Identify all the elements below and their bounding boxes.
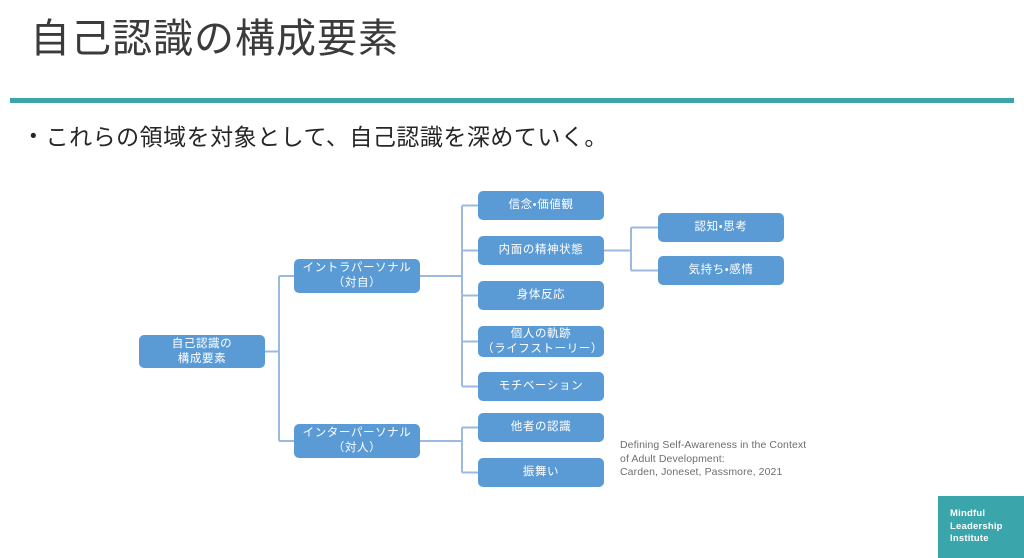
node-beliefs-values[interactable]: 信念・価値観 [478,191,604,220]
title-divider [10,98,1014,103]
node-behavior[interactable]: 振舞い [478,458,604,487]
bullet-text: これらの領域を対象として、自己認識を深めていく。 [45,124,608,150]
node-interpersonal[interactable]: インターパーソナル （対人） [294,424,420,458]
node-inner-mental-state[interactable]: 内面の精神状態 [478,236,604,265]
node-bodily-response[interactable]: 身体反応 [478,281,604,310]
node-perception-of-others[interactable]: 他者の認識 [478,413,604,442]
node-root[interactable]: 自己認識の 構成要素 [139,335,265,368]
citation-text: Defining Self-Awareness in the Context o… [620,439,807,478]
brand-logo-text: Mindful Leadership Institute [950,508,1003,544]
node-feelings-emotion[interactable]: 気持ち・感情 [658,256,784,285]
node-cognition-thought[interactable]: 認知・思考 [658,213,784,242]
bullet-marker-icon: • [30,126,37,147]
brand-logo: Mindful Leadership Institute [938,496,1024,558]
node-intrapersonal[interactable]: イントラパーソナル （対自） [294,259,420,293]
page-title: 自己認識の構成要素 [30,17,399,61]
bullet-line: • これらの領域を対象として、自己認識を深めていく。 [30,122,608,152]
node-personal-trajectory[interactable]: 個人の軌跡 （ライフストーリー） [478,326,604,357]
node-motivation[interactable]: モチベーション [478,372,604,401]
